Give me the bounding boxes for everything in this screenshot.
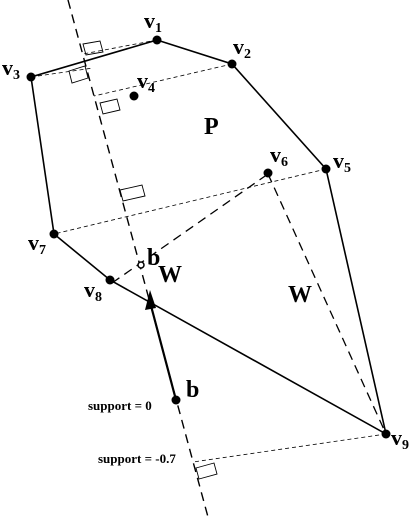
point-dot-b-upper: [137, 261, 145, 269]
point-label-b-lower: b: [186, 377, 199, 403]
projection-v5: [53, 168, 327, 235]
vertex-dot-v5: [321, 164, 331, 174]
right-angle-markers: [68, 40, 218, 480]
right-angle-marker: [68, 65, 89, 84]
projection-v1: [82, 39, 158, 55]
projection-v9: [192, 433, 387, 463]
region-label-w-large: W: [288, 282, 312, 308]
right-angle-marker: [82, 40, 104, 56]
point-dot-b-lower: [171, 395, 181, 405]
vertex-label-v5: v5: [333, 148, 351, 176]
projection-lines: [30, 39, 387, 463]
support-neg-label: support = -0.7: [98, 451, 176, 466]
right-angle-marker: [99, 98, 121, 115]
polygon-label-p: P: [204, 114, 219, 140]
right-angle-marker: [119, 184, 146, 202]
right-angle-marker: [195, 462, 218, 480]
arrow-head: [145, 290, 156, 310]
vertex-label-v3: v3: [2, 55, 20, 83]
projection-v3: [30, 67, 94, 78]
vertex-label-v9: v9: [391, 425, 409, 453]
vertex-dot-v1: [152, 35, 162, 45]
support-zero-label: support = 0: [88, 398, 152, 413]
w-line-b-to-v6: [111, 173, 269, 284]
w-line-v6-to-v9: [267, 173, 387, 435]
vertex-label-v8: v8: [84, 277, 102, 305]
polygon-p-outline: [30, 39, 388, 436]
vertex-dot-v4: [129, 91, 139, 101]
region-label-w-small: W: [158, 262, 182, 288]
vertex-label-v2: v2: [233, 34, 251, 62]
vertex-label-v4: v4: [137, 68, 155, 96]
vertex-dot-v7: [49, 229, 59, 239]
projection-v2: [93, 63, 233, 97]
vertex-dot-v8: [105, 275, 115, 285]
vertex-dot-v9: [381, 429, 391, 439]
vertex-label-v1: v1: [144, 8, 162, 36]
vertex-dots: [26, 35, 391, 439]
vertex-dot-v2: [227, 59, 237, 69]
vertex-dot-v3: [26, 72, 36, 82]
vertex-dot-v6: [263, 168, 273, 178]
point-label-b-upper: b: [147, 245, 160, 271]
b-direction-arrow: [148, 301, 178, 401]
vertex-label-v6: v6: [270, 142, 288, 170]
vertex-label-v7: v7: [28, 230, 46, 258]
